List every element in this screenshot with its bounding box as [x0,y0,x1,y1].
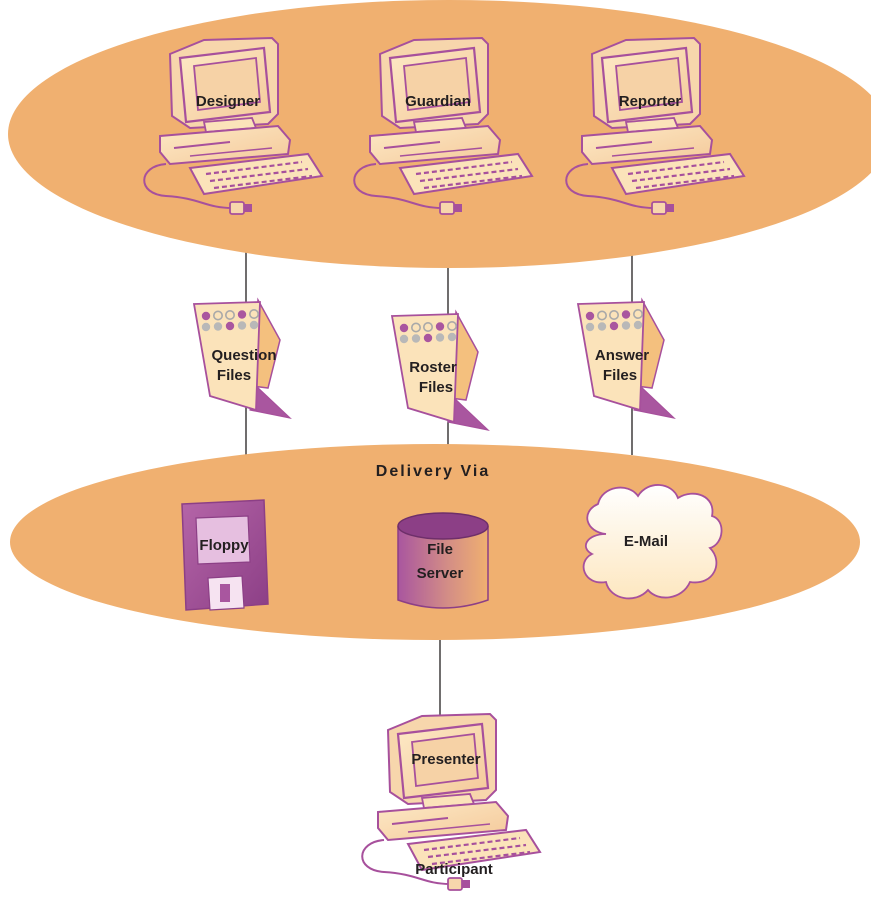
roster-files-label-line2: Files [419,379,453,396]
question-files-label-line1: Question [211,347,276,364]
designer-label: Designer [196,93,260,110]
answer-files-label-line1: Answer [595,347,649,364]
participant-label: Participant [415,861,493,878]
presenter-computer: Presenter [361,712,542,892]
guardian-label: Guardian [405,93,471,110]
reporter-label: Reporter [619,93,682,110]
file-server-icon: File Server [397,512,489,609]
question-files-label-line2: Files [217,367,251,384]
roster-files-icon: Roster Files [391,311,489,431]
email-cloud-icon: E-Mail [582,484,723,600]
reporter-computer: Reporter [565,36,746,216]
question-files-icon: Question Files [193,299,291,419]
file-server-label-line1: File [427,541,453,558]
guardian-computer: Guardian [353,36,534,216]
floppy-label: Floppy [199,537,249,554]
designer-computer: Designer [143,36,324,216]
answer-files-icon: Answer Files [577,299,675,419]
roster-files-label-line1: Roster [409,359,457,376]
floppy-icon: Floppy [181,499,269,611]
email-label: E-Mail [624,533,668,550]
answer-files-label-line2: Files [603,367,637,384]
presenter-label: Presenter [411,751,480,768]
file-server-label-line2: Server [417,565,464,582]
delivery-title: Delivery Via [376,463,490,480]
